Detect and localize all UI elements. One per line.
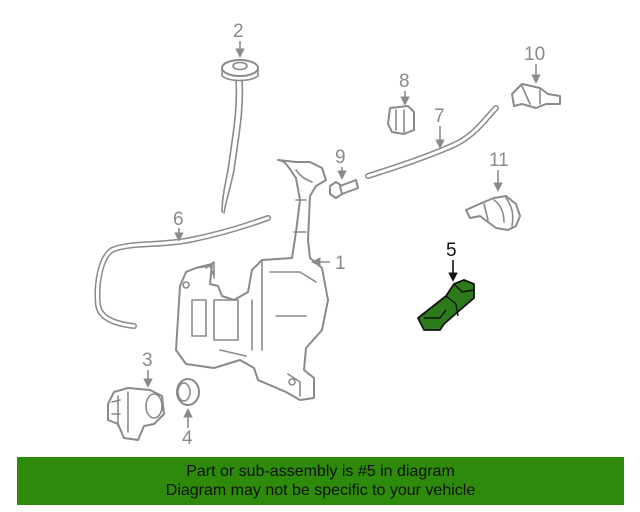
banner-line-1: Part or sub-assembly is #5 in diagram	[186, 463, 455, 480]
callout-8: 8	[399, 71, 410, 92]
info-banner: Part or sub-assembly is #5 in diagram Di…	[17, 457, 624, 505]
callout-6: 6	[173, 209, 184, 230]
callout-11: 11	[489, 150, 509, 171]
callout-1: 1	[335, 253, 346, 274]
callout-10: 10	[524, 44, 545, 65]
callout-9: 9	[335, 147, 346, 168]
callout-2: 2	[233, 21, 244, 42]
part-5-bracket-highlighted	[417, 279, 475, 331]
part-8-clip	[387, 105, 415, 135]
callout-7: 7	[434, 106, 445, 127]
part-7-hose	[365, 105, 499, 179]
part-1-reservoir	[175, 159, 329, 401]
part-10-elbow	[511, 83, 561, 109]
callout-4: 4	[182, 428, 193, 449]
part-9-bolt	[329, 179, 359, 199]
callout-5: 5	[446, 240, 457, 261]
parts-diagram: 2 6 1 3 4	[94, 21, 561, 449]
part-4-grommet	[176, 378, 200, 406]
part-11-hose-elbow	[465, 195, 521, 231]
callout-3: 3	[142, 350, 153, 371]
part-3-pump	[107, 387, 165, 441]
part-6-hose	[94, 215, 271, 329]
banner-line-2: Diagram may not be specific to your vehi…	[165, 482, 476, 499]
part-2-cap-dipstick	[221, 59, 259, 214]
